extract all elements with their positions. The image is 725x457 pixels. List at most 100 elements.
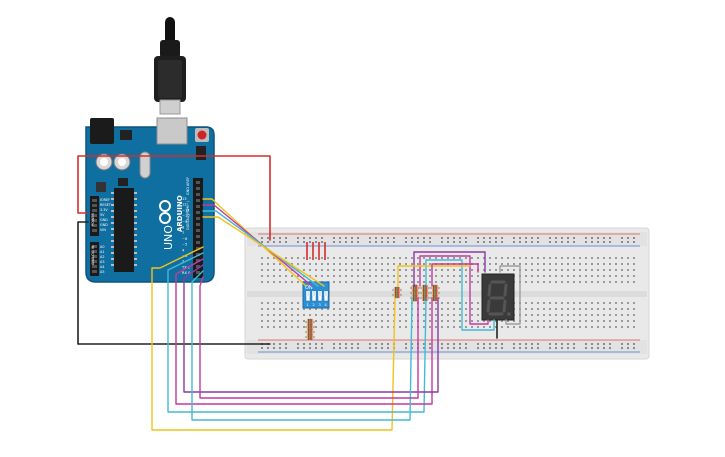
breadboard-hole[interactable]	[267, 257, 269, 259]
breadboard-hole[interactable]	[321, 263, 323, 265]
breadboard-hole[interactable]	[399, 314, 401, 316]
breadboard-hole[interactable]	[549, 308, 551, 310]
breadboard-hole[interactable]	[375, 302, 377, 304]
breadboard-hole[interactable]	[615, 257, 617, 259]
breadboard-hole[interactable]	[429, 343, 431, 345]
breadboard-hole[interactable]	[309, 343, 311, 345]
breadboard-hole[interactable]	[609, 237, 611, 239]
breadboard-hole[interactable]	[363, 263, 365, 265]
breadboard-hole[interactable]	[351, 275, 353, 277]
breadboard-hole[interactable]	[357, 343, 359, 345]
breadboard-hole[interactable]	[261, 237, 263, 239]
breadboard-hole[interactable]	[489, 257, 491, 259]
breadboard-hole[interactable]	[561, 326, 563, 328]
breadboard-hole[interactable]	[477, 320, 479, 322]
breadboard-hole[interactable]	[375, 347, 377, 349]
breadboard-hole[interactable]	[381, 343, 383, 345]
breadboard[interactable]	[244, 227, 650, 360]
breadboard-hole[interactable]	[369, 263, 371, 265]
breadboard-hole[interactable]	[465, 275, 467, 277]
breadboard-hole[interactable]	[297, 275, 299, 277]
header-pin[interactable]	[92, 214, 97, 217]
breadboard-hole[interactable]	[423, 314, 425, 316]
breadboard-hole[interactable]	[441, 302, 443, 304]
breadboard-hole[interactable]	[351, 308, 353, 310]
breadboard-hole[interactable]	[357, 269, 359, 271]
breadboard-hole[interactable]	[429, 314, 431, 316]
breadboard-hole[interactable]	[315, 269, 317, 271]
breadboard-hole[interactable]	[627, 281, 629, 283]
breadboard-hole[interactable]	[393, 269, 395, 271]
breadboard-hole[interactable]	[417, 269, 419, 271]
breadboard-hole[interactable]	[369, 275, 371, 277]
breadboard-hole[interactable]	[483, 343, 485, 345]
breadboard-hole[interactable]	[621, 308, 623, 310]
breadboard-hole[interactable]	[429, 281, 431, 283]
breadboard-hole[interactable]	[627, 269, 629, 271]
breadboard-hole[interactable]	[597, 314, 599, 316]
header-pin[interactable]	[196, 229, 200, 232]
breadboard-hole[interactable]	[285, 308, 287, 310]
breadboard-hole[interactable]	[603, 269, 605, 271]
breadboard-hole[interactable]	[597, 347, 599, 349]
header-pin[interactable]	[196, 241, 200, 244]
breadboard-hole[interactable]	[531, 302, 533, 304]
breadboard-hole[interactable]	[297, 347, 299, 349]
breadboard-hole[interactable]	[537, 241, 539, 243]
breadboard-hole[interactable]	[399, 275, 401, 277]
breadboard-hole[interactable]	[537, 320, 539, 322]
breadboard-hole[interactable]	[585, 263, 587, 265]
breadboard-hole[interactable]	[303, 326, 305, 328]
breadboard-hole[interactable]	[429, 308, 431, 310]
breadboard-hole[interactable]	[303, 347, 305, 349]
breadboard-hole[interactable]	[321, 237, 323, 239]
breadboard-hole[interactable]	[573, 347, 575, 349]
breadboard-hole[interactable]	[345, 237, 347, 239]
breadboard-hole[interactable]	[381, 314, 383, 316]
breadboard-hole[interactable]	[525, 281, 527, 283]
breadboard-hole[interactable]	[441, 257, 443, 259]
breadboard-hole[interactable]	[555, 237, 557, 239]
breadboard-hole[interactable]	[501, 343, 503, 345]
breadboard-hole[interactable]	[267, 281, 269, 283]
breadboard-hole[interactable]	[459, 257, 461, 259]
breadboard-hole[interactable]	[405, 314, 407, 316]
breadboard-hole[interactable]	[633, 241, 635, 243]
breadboard-hole[interactable]	[447, 275, 449, 277]
breadboard-hole[interactable]	[525, 326, 527, 328]
breadboard-hole[interactable]	[267, 237, 269, 239]
breadboard-hole[interactable]	[597, 241, 599, 243]
breadboard-hole[interactable]	[447, 241, 449, 243]
breadboard-hole[interactable]	[513, 241, 515, 243]
breadboard-hole[interactable]	[261, 320, 263, 322]
breadboard-hole[interactable]	[423, 275, 425, 277]
breadboard-hole[interactable]	[465, 237, 467, 239]
breadboard-hole[interactable]	[627, 326, 629, 328]
breadboard-hole[interactable]	[363, 269, 365, 271]
breadboard-hole[interactable]	[411, 275, 413, 277]
breadboard-hole[interactable]	[495, 237, 497, 239]
breadboard-hole[interactable]	[591, 314, 593, 316]
breadboard-hole[interactable]	[471, 275, 473, 277]
breadboard-hole[interactable]	[621, 326, 623, 328]
breadboard-hole[interactable]	[603, 237, 605, 239]
breadboard-hole[interactable]	[303, 320, 305, 322]
breadboard-hole[interactable]	[579, 281, 581, 283]
breadboard-hole[interactable]	[303, 263, 305, 265]
breadboard-hole[interactable]	[471, 308, 473, 310]
breadboard-hole[interactable]	[339, 269, 341, 271]
breadboard-hole[interactable]	[579, 302, 581, 304]
breadboard-hole[interactable]	[633, 237, 635, 239]
breadboard-hole[interactable]	[333, 275, 335, 277]
breadboard-hole[interactable]	[285, 326, 287, 328]
breadboard-hole[interactable]	[381, 326, 383, 328]
breadboard-hole[interactable]	[531, 347, 533, 349]
breadboard-hole[interactable]	[417, 257, 419, 259]
breadboard-hole[interactable]	[285, 347, 287, 349]
breadboard-hole[interactable]	[543, 320, 545, 322]
breadboard-hole[interactable]	[285, 281, 287, 283]
breadboard-hole[interactable]	[465, 320, 467, 322]
breadboard-hole[interactable]	[387, 347, 389, 349]
breadboard-hole[interactable]	[405, 302, 407, 304]
breadboard-hole[interactable]	[597, 257, 599, 259]
